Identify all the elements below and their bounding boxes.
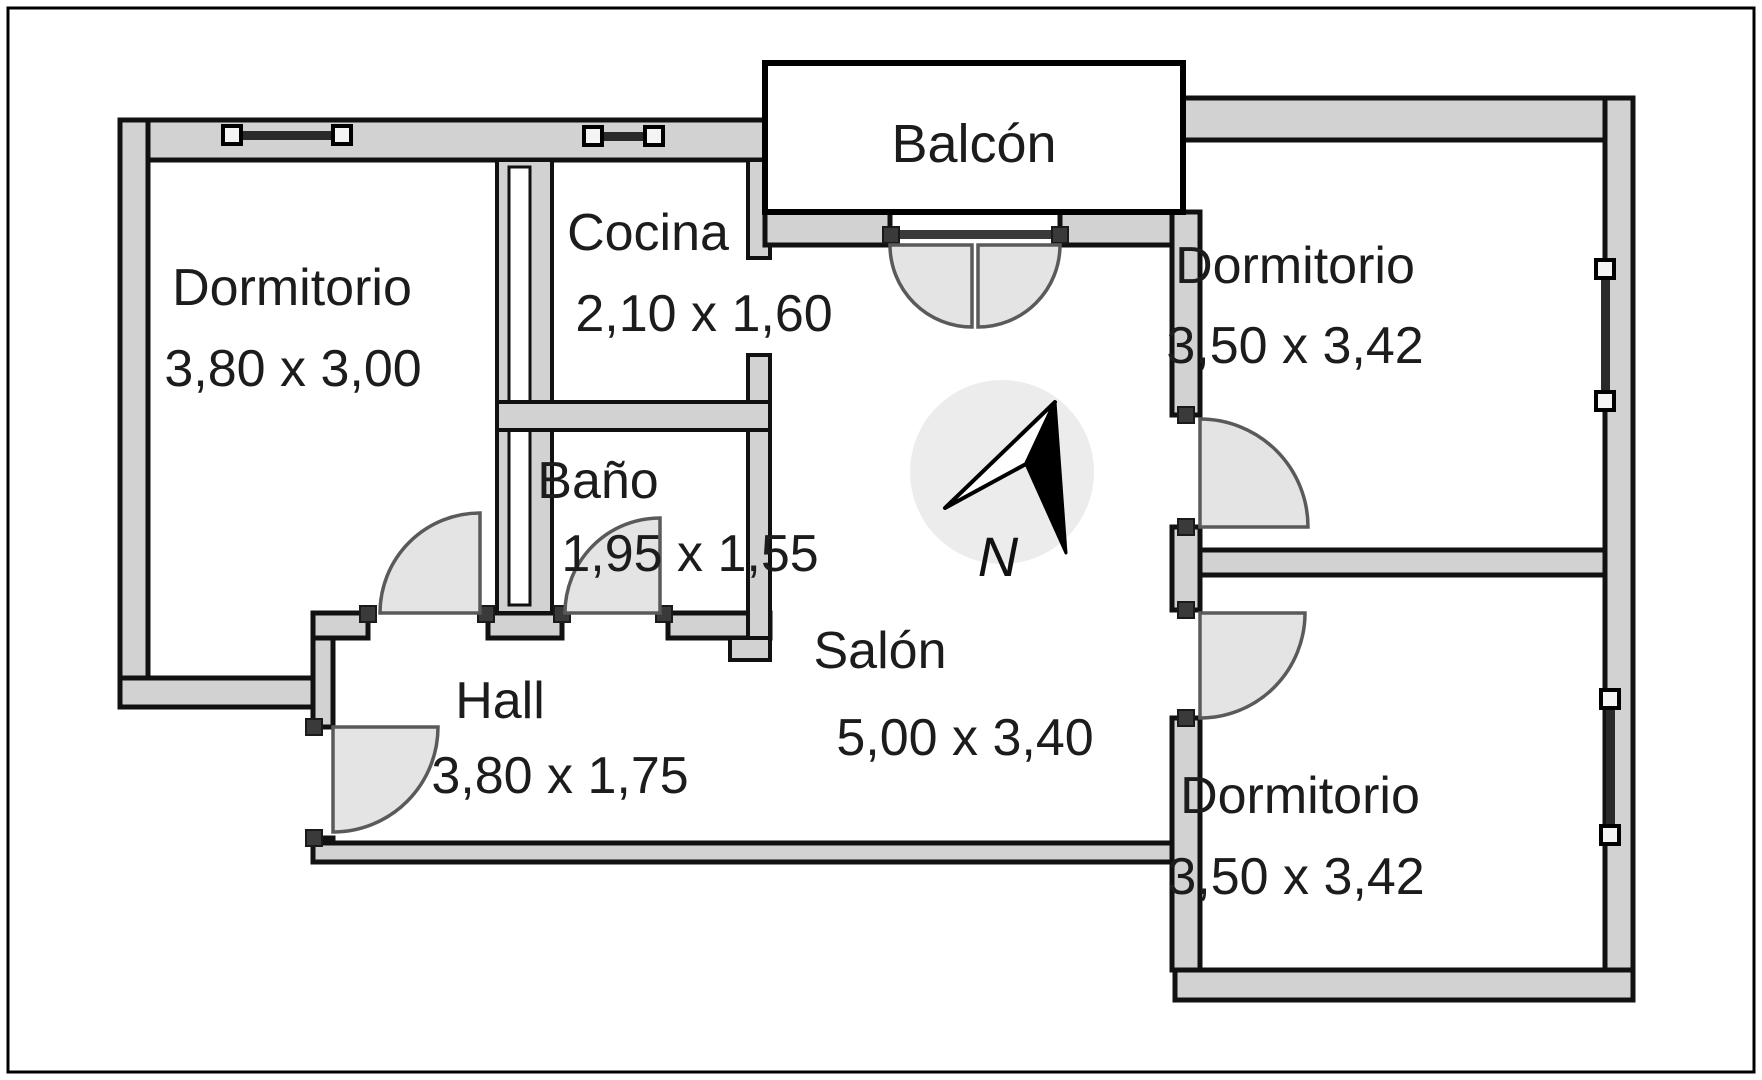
north-arrow-blade bbox=[1024, 400, 1068, 555]
door-jamb bbox=[1177, 518, 1195, 536]
door-jamb bbox=[1051, 226, 1069, 244]
door-jamb bbox=[1177, 709, 1195, 727]
window-cap bbox=[331, 124, 353, 146]
wall-bottom-salon-hall bbox=[310, 840, 1203, 865]
window-bar bbox=[235, 131, 339, 140]
wall-hall-top-a bbox=[310, 610, 371, 641]
door-arc-entrance bbox=[331, 725, 440, 834]
door-arc-balcony-left bbox=[888, 243, 974, 329]
balcony-door-lintel bbox=[892, 230, 1058, 239]
door-jamb bbox=[305, 718, 323, 736]
room-dims-dormitorio-sup-der: 3,50 x 3,42 bbox=[1166, 317, 1423, 375]
door-jamb bbox=[1177, 406, 1195, 424]
window-cocina bbox=[582, 125, 665, 147]
window-cap bbox=[1599, 688, 1621, 710]
balcony-label: Balcón bbox=[891, 114, 1056, 174]
room-dims-dormitorio-izq: 3,80 x 3,00 bbox=[164, 340, 421, 398]
wall-left-outer bbox=[117, 117, 151, 710]
room-label-dormitorio-sup-der: Dormitorio bbox=[1175, 237, 1415, 295]
wall-right-outer bbox=[1602, 95, 1636, 1003]
window-cap bbox=[643, 125, 665, 147]
wall-right-block-left-c bbox=[1169, 715, 1203, 973]
door-arc-dormitorio-sup-der bbox=[1198, 417, 1310, 529]
window-dormitorio-inf-der bbox=[1599, 688, 1621, 846]
door-jamb bbox=[359, 605, 377, 623]
wall-between-dormitorios bbox=[1197, 547, 1608, 578]
window-bar bbox=[596, 132, 651, 141]
room-dims-hall: 3,80 x 1,75 bbox=[431, 747, 688, 805]
room-dims-salon: 5,00 x 3,40 bbox=[836, 709, 1093, 767]
door-swings bbox=[331, 243, 1310, 834]
window-cap bbox=[582, 125, 604, 147]
door-jamb bbox=[305, 829, 323, 847]
door-jamb bbox=[882, 226, 900, 244]
door-arc-dormitorio-izq bbox=[378, 511, 482, 615]
room-dims-bano: 1,95 x 1,55 bbox=[561, 525, 818, 583]
window-dormitorio-sup-der bbox=[1594, 258, 1616, 412]
room-label-dormitorio-izq: Dormitorio bbox=[172, 259, 412, 317]
north-label: N bbox=[978, 525, 1019, 588]
wall-hall-top-b bbox=[485, 610, 565, 641]
door-arc-bano bbox=[563, 516, 662, 615]
wall-top-left-block bbox=[117, 117, 768, 163]
room-label-bano: Baño bbox=[537, 452, 658, 510]
window-cap bbox=[221, 124, 243, 146]
wall-right-block-left-b bbox=[1169, 524, 1203, 613]
door-jamb bbox=[1177, 601, 1195, 619]
window-dormitorio-izq bbox=[221, 124, 353, 146]
wall-hall-step bbox=[728, 636, 772, 662]
room-label-hall: Hall bbox=[455, 672, 545, 730]
door-arc-dormitorio-inf-der bbox=[1198, 611, 1307, 720]
page-border bbox=[6, 6, 1756, 1074]
wall-dormitorio-bottom bbox=[117, 675, 323, 710]
door-jambs bbox=[305, 226, 1195, 847]
wall-right-block-bottom bbox=[1172, 967, 1636, 1003]
room-label-cocina: Cocina bbox=[567, 204, 729, 262]
window-cap bbox=[1594, 390, 1616, 412]
door-arc-balcony-right bbox=[976, 243, 1062, 329]
window-bar bbox=[1601, 272, 1610, 398]
wall-balcony-band-left bbox=[762, 209, 893, 248]
wall-cocina-bottom bbox=[495, 400, 772, 432]
windows bbox=[221, 124, 1621, 846]
vent-shaft bbox=[507, 165, 532, 607]
room-dims-cocina: 2,10 x 1,60 bbox=[575, 285, 832, 343]
walls bbox=[117, 95, 1636, 1003]
window-cap bbox=[1594, 258, 1616, 280]
room-dims-dormitorio-inf-der: 3,50 x 3,42 bbox=[1167, 848, 1424, 906]
room-label-dormitorio-inf-der: Dormitorio bbox=[1180, 767, 1420, 825]
window-cap bbox=[1599, 824, 1621, 846]
balcony-box bbox=[762, 60, 1186, 215]
wall-right-block-top bbox=[1180, 95, 1636, 143]
wall-cocina-bano-right bbox=[746, 353, 772, 640]
compass: N bbox=[910, 380, 1094, 588]
window-bar bbox=[1606, 702, 1615, 832]
room-label-salon: Salón bbox=[814, 622, 947, 680]
wall-balcony-band-right bbox=[1057, 209, 1178, 248]
room-labels: Dormitorio 3,80 x 3,00 Cocina 2,10 x 1,6… bbox=[164, 204, 1424, 906]
